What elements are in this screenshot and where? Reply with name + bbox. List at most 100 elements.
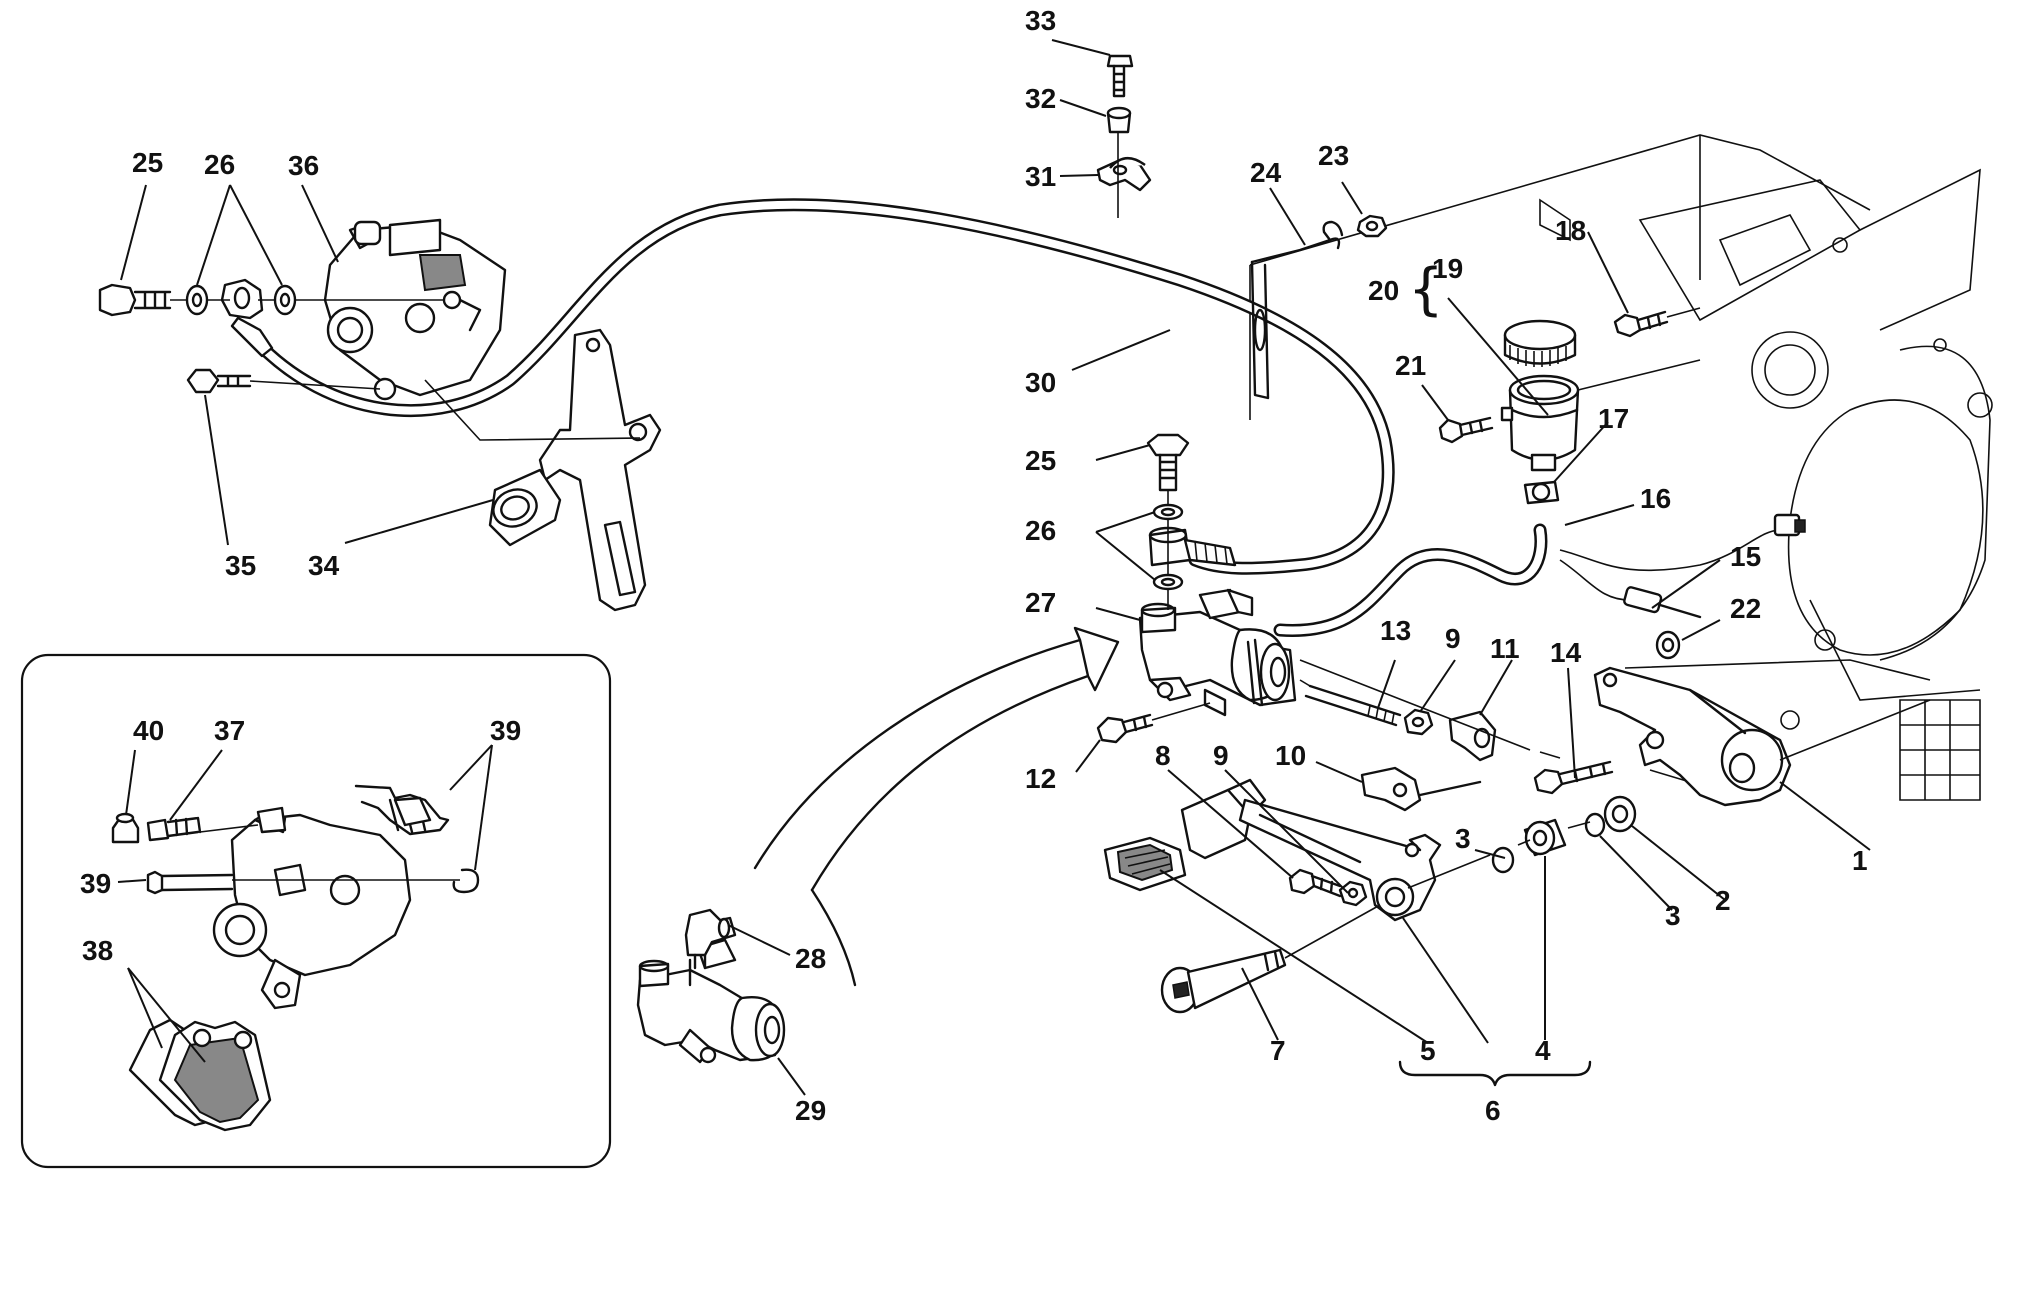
reservoir-20 xyxy=(1500,359,1701,472)
callout-8: 8 xyxy=(1155,740,1171,771)
callout-35: 35 xyxy=(225,550,256,581)
caliper-bolt-35 xyxy=(186,368,252,394)
callout-11: 11 xyxy=(1490,633,1520,664)
callout-34: 34 xyxy=(308,550,340,581)
caliper-bracket-34 xyxy=(488,328,662,612)
o-ring-3-right xyxy=(1584,812,1606,838)
callout-17: 17 xyxy=(1598,403,1629,434)
leader-lines xyxy=(117,39,1871,1096)
callout-39a: 39 xyxy=(490,715,521,746)
assembly-arrow xyxy=(753,626,1120,987)
nut-9b xyxy=(1338,880,1368,907)
bleed-cap-40 xyxy=(111,812,140,844)
engine-frame-outline xyxy=(1249,134,1993,801)
callout-15: 15 xyxy=(1730,541,1761,572)
callout-26: 26 xyxy=(204,149,235,180)
crush-washer-26a xyxy=(185,284,209,316)
push-rod-13 xyxy=(1299,679,1402,727)
callout-13: 13 xyxy=(1380,615,1411,646)
callout-23: 23 xyxy=(1318,140,1349,171)
reservoir-screw-21 xyxy=(1438,416,1494,444)
banjo-fitting-upper xyxy=(220,278,274,358)
callout-3a: 3 xyxy=(1455,823,1471,854)
assembly-lines-caliper xyxy=(170,299,641,441)
hose-clamp-31 xyxy=(1096,130,1152,218)
callout-3b: 3 xyxy=(1665,900,1681,931)
bleed-screw-37 xyxy=(146,816,202,842)
brake-pads-38 xyxy=(128,1018,272,1132)
rear-brake-caliper-36 xyxy=(323,218,507,401)
callout-29: 29 xyxy=(795,1095,826,1126)
callout-9a: 9 xyxy=(1445,623,1461,654)
clevis-11 xyxy=(1448,710,1497,762)
callout-25b: 25 xyxy=(1025,445,1056,476)
callout-21: 21 xyxy=(1395,350,1426,381)
washer-22 xyxy=(1655,630,1681,660)
bushing-4 xyxy=(1523,818,1567,857)
callout-labels: 25 26 36 35 34 33 32 31 24 23 30 { 20 19… xyxy=(80,5,1868,1126)
callout-26b: 26 xyxy=(1025,515,1056,546)
callout-10: 10 xyxy=(1275,740,1306,771)
pedal-lever-6 xyxy=(1238,798,1442,922)
crush-washer-26b xyxy=(273,284,297,316)
callout-20: 20 xyxy=(1368,275,1399,306)
callout-5: 5 xyxy=(1420,1035,1436,1066)
callout-6: 6 xyxy=(1485,1095,1501,1126)
inset-panel xyxy=(20,653,612,1169)
pad-spring-39 xyxy=(354,784,450,836)
banjo-fitting-lower xyxy=(1148,526,1237,567)
callout-32: 32 xyxy=(1025,83,1056,114)
clip-39 xyxy=(452,868,480,894)
callout-19: 19 xyxy=(1432,253,1463,284)
bolt-14 xyxy=(1533,760,1614,795)
screw-33 xyxy=(1106,54,1134,98)
screw-12 xyxy=(1096,702,1211,744)
clevis-10 xyxy=(1360,766,1482,812)
banjo-bolt-25-upper xyxy=(98,283,172,317)
nut-9a xyxy=(1403,708,1434,736)
master-cylinder-27 xyxy=(1138,588,1297,717)
master-cylinder-29 xyxy=(636,938,786,1064)
spacer-2 xyxy=(1603,795,1637,833)
inset-caliper xyxy=(199,806,460,1010)
hose-clip-17 xyxy=(1523,480,1560,505)
grommet-32 xyxy=(1106,106,1132,134)
callout-12: 12 xyxy=(1025,763,1056,794)
crush-washer-26c xyxy=(1152,503,1184,521)
screw-8 xyxy=(1288,868,1342,898)
hose-guide-24 xyxy=(1250,220,1344,400)
callout-16: 16 xyxy=(1640,483,1671,514)
brake-light-switch-15 xyxy=(1559,513,1806,619)
callout-18: 18 xyxy=(1555,215,1586,246)
callout-40: 40 xyxy=(133,715,164,746)
callout-2: 2 xyxy=(1715,885,1731,916)
callout-1: 1 xyxy=(1852,845,1868,876)
pad-pin-39 xyxy=(146,870,234,895)
crush-washer-26d xyxy=(1152,573,1184,591)
group-brace-6 xyxy=(1398,1060,1592,1087)
callout-36: 36 xyxy=(288,150,319,181)
callout-9b: 9 xyxy=(1213,740,1229,771)
callout-31: 31 xyxy=(1025,161,1056,192)
reservoir-cap-19 xyxy=(1503,319,1577,367)
pedal-rubber-5 xyxy=(1103,836,1187,892)
callout-33: 33 xyxy=(1025,5,1056,36)
banjo-bolt-25-lower xyxy=(1146,433,1190,492)
callout-22: 22 xyxy=(1730,593,1761,624)
elbow-fitting-28 xyxy=(684,908,737,970)
callout-4: 4 xyxy=(1535,1035,1551,1066)
callout-24: 24 xyxy=(1250,157,1282,188)
pivot-bolt-7 xyxy=(1160,904,1381,1014)
callout-25: 25 xyxy=(132,147,163,178)
callout-7: 7 xyxy=(1270,1035,1286,1066)
brake-hose-30 xyxy=(248,198,1395,575)
callout-38: 38 xyxy=(82,935,113,966)
o-ring-3-left xyxy=(1491,846,1515,874)
nut-23 xyxy=(1356,214,1388,238)
screw-18 xyxy=(1613,307,1701,338)
assembly-line-pedal xyxy=(1407,821,1591,889)
brace-20-19: { xyxy=(1408,257,1444,322)
callout-37: 37 xyxy=(214,715,245,746)
callout-27: 27 xyxy=(1025,587,1056,618)
